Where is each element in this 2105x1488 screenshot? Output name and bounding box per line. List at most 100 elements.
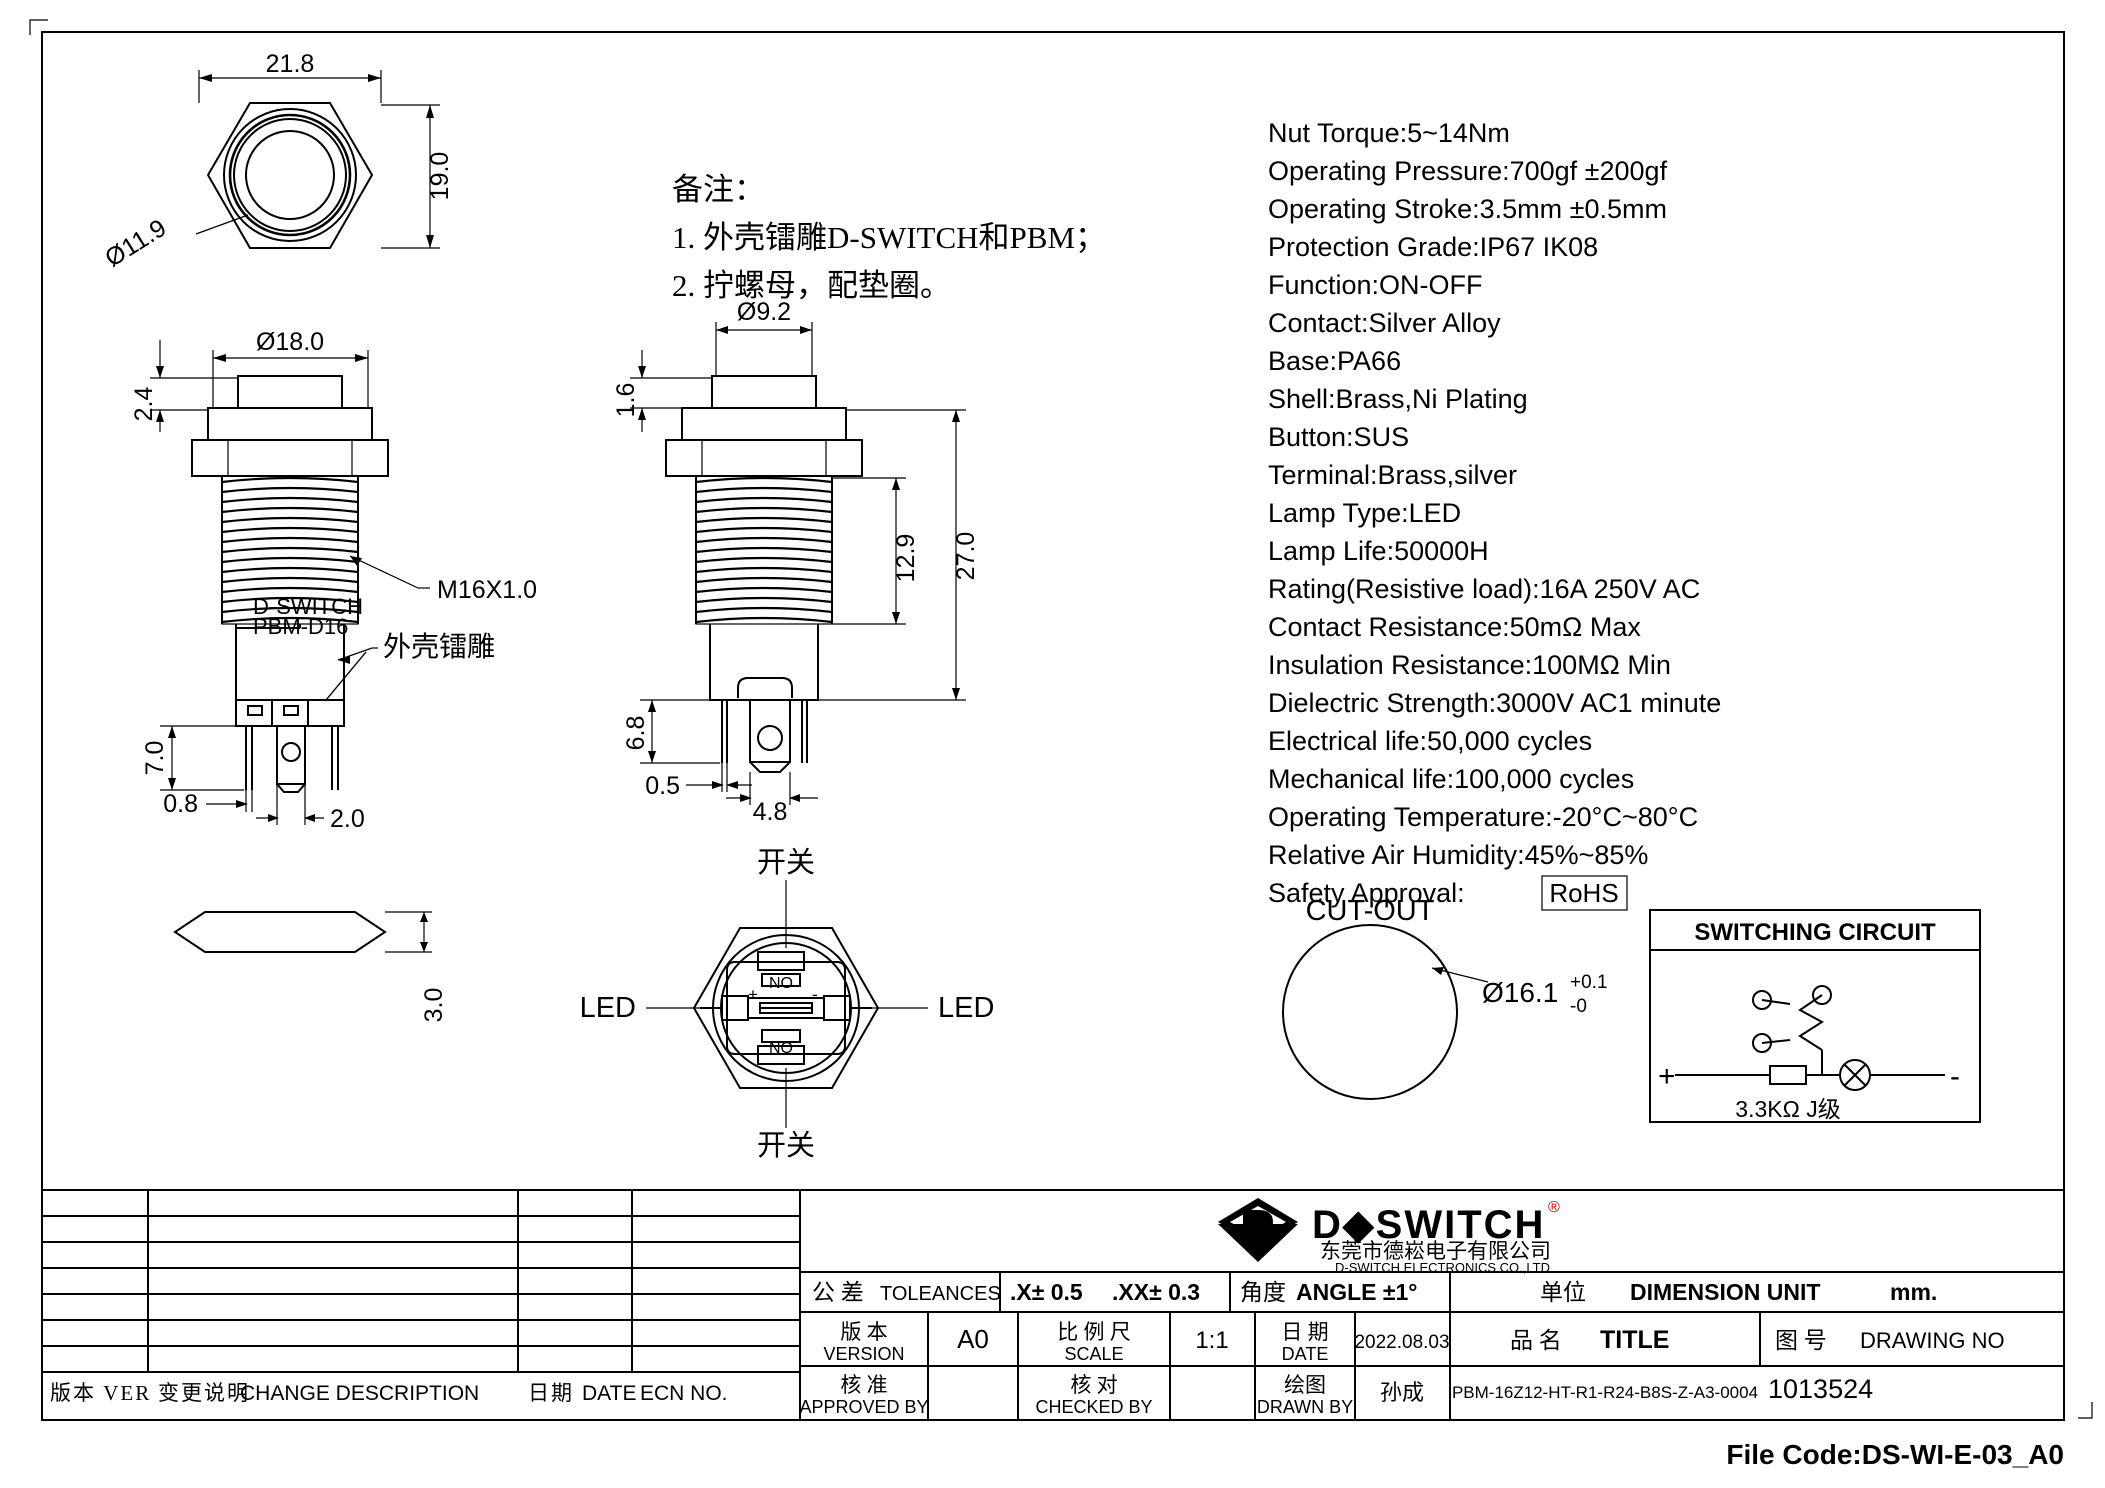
side-view-left — [150, 340, 430, 825]
front-view-height-dim: 19.0 — [426, 152, 454, 201]
pin-thickness-dim: 0.8 — [163, 790, 198, 818]
drawn-cn-label: 绘图 — [1284, 1373, 1326, 1397]
part-number-value: PBM-16Z12-HT-R1-R24-B8S-Z-A3-0004 — [1452, 1383, 1758, 1402]
tolerance-xx-value: .XX± 0.3 — [1112, 1279, 1200, 1305]
engrave-line-1: D-SWITCH — [253, 594, 363, 619]
thread-spec-label: M16X1.0 — [437, 576, 537, 604]
company-name-en: D-SWITCH ELECTRONICS CO.,LTD — [1335, 1260, 1550, 1275]
engrave-callout-label: 外壳镭雕 — [383, 631, 495, 663]
file-code-label: File Code:DS-WI-E-03_A0 — [1726, 1439, 2064, 1470]
title-block: 版本 VER 变更说明 CHANGE DESCRIPTION 日期 DATE E… — [41, 1189, 2065, 1421]
tab-width-dim-label: 4.8 — [753, 798, 788, 826]
date-cn-label: 日 期 — [1281, 1320, 1328, 1344]
spec-line-4: Function:ON-OFF — [1268, 270, 1483, 300]
spec-line-7: Shell:Brass,Ni Plating — [1268, 384, 1528, 414]
spec-line-3: Protection Grade:IP67 IK08 — [1268, 232, 1598, 262]
scale-en-label: SCALE — [1064, 1344, 1123, 1364]
bottom-view-no-top: NO — [769, 975, 793, 992]
scale-cn-label: 比 例 尺 — [1057, 1320, 1131, 1344]
spec-line-2: Operating Stroke:3.5mm ±0.5mm — [1268, 194, 1667, 224]
spec-line-1: Operating Pressure:700gf ±200gf — [1268, 156, 1668, 186]
safety-approval-label: Safety Approval: — [1268, 878, 1465, 908]
spec-line-0: Nut Torque:5~14Nm — [1268, 118, 1510, 148]
unit-cn-label: 单位 — [1540, 1280, 1586, 1305]
drawing-number-value: 1013524 — [1768, 1374, 1873, 1404]
checked-en-label: CHECKED BY — [1035, 1397, 1152, 1417]
spec-line-17: Mechanical life:100,000 cycles — [1268, 764, 1634, 794]
rev-desc-cn-label: 变更说明 — [158, 1381, 250, 1405]
unit-en-label: DIMENSION UNIT — [1630, 1279, 1820, 1305]
circuit-resistor-value: 3.3KΩ J级 — [1735, 1096, 1840, 1122]
bottom-view-polarity-plus: + — [748, 985, 758, 1004]
thread-length-dim: 12.9 — [892, 534, 920, 583]
spec-line-18: Operating Temperature:-20°C~80°C — [1268, 802, 1698, 832]
spec-line-6: Base:PA66 — [1268, 346, 1401, 376]
bottom-view-led-label-right: LED — [938, 992, 994, 1024]
spec-line-5: Contact:Silver Alloy — [1268, 308, 1501, 338]
spec-line-12: Rating(Resistive load):16A 250V AC — [1268, 574, 1700, 604]
spec-line-10: Lamp Type:LED — [1268, 498, 1461, 528]
company-logo-registered: ® — [1548, 1199, 1560, 1216]
angle-cn-label: 角度 — [1240, 1280, 1286, 1305]
version-en-label: VERSION — [823, 1344, 904, 1364]
notes-heading: 备注： — [672, 172, 765, 207]
date-value: 2022.08.03 — [1354, 1332, 1449, 1353]
date-en-label: DATE — [1282, 1344, 1329, 1364]
cutout-tolerance-minus: -0 — [1570, 996, 1587, 1017]
switching-circuit-title: SWITCHING CIRCUIT — [1694, 919, 1936, 946]
front-view-width-dim: 21.8 — [266, 50, 315, 78]
notes-item-1: 2. 拧螺母，配垫圈。 — [672, 268, 951, 303]
cap-dia-dim: Ø9.2 — [737, 298, 791, 326]
spec-line-14: Insulation Resistance:100MΩ Min — [1268, 650, 1671, 680]
spec-line-19: Relative Air Humidity:45%~85% — [1268, 840, 1648, 870]
version-value: A0 — [957, 1324, 989, 1354]
side-cap-height-dim: 2.4 — [130, 387, 158, 422]
spec-line-9: Terminal:Brass,silver — [1268, 460, 1517, 490]
switching-circuit-box — [1649, 909, 1981, 1123]
checked-cn-label: 核 对 — [1070, 1373, 1117, 1397]
rev-date-cn-label: 日期 — [528, 1381, 574, 1405]
drawing-en-label: DRAWING NO — [1860, 1328, 2005, 1353]
spec-line-11: Lamp Life:50000H — [1268, 536, 1489, 566]
bottom-view-switch-label-top: 开关 — [757, 846, 815, 879]
front-view-button-dia: Ø11.9 — [100, 214, 171, 273]
drawn-by-value: 孙成 — [1380, 1380, 1424, 1405]
cutout-view — [1282, 924, 1489, 1100]
rohs-badge-box — [1541, 875, 1628, 911]
company-name-cn: 东莞市德崧电子有限公司 — [1320, 1239, 1551, 1263]
washer-view — [173, 911, 432, 953]
specification-list: Nut Torque:5~14Nm Operating Pressure:700… — [1268, 118, 1721, 911]
spec-line-16: Electrical life:50,000 cycles — [1268, 726, 1592, 756]
tab-thickness-dim: 0.5 — [645, 772, 680, 800]
title-en-label: TITLE — [1600, 1326, 1669, 1354]
rev-ecn-label: ECN NO. — [640, 1382, 728, 1405]
cutout-tolerance-plus: +0.1 — [1570, 972, 1608, 993]
side-view-middle — [630, 322, 966, 805]
bottom-view-led-label-left: LED — [580, 992, 636, 1024]
version-cn-label: 版 本 — [840, 1320, 887, 1344]
pin-length-dim: 7.0 — [141, 741, 169, 776]
washer-thickness-dim: 3.0 — [420, 988, 448, 1023]
approved-en-label: APPROVED BY — [799, 1397, 928, 1417]
title-cn-label: 品 名 — [1510, 1328, 1562, 1353]
bottom-view-no-bottom: NO — [769, 1040, 793, 1057]
drawing-cn-label: 图 号 — [1775, 1328, 1827, 1353]
side-flange-dia-dim: Ø18.0 — [256, 328, 324, 356]
cutout-dim: Ø16.1 — [1482, 977, 1558, 1008]
tab-height-dim: 6.8 — [622, 716, 650, 751]
engrave-line-2: PBM-D16 — [253, 614, 348, 639]
company-logo-text: D◆SWITCH — [1312, 1203, 1545, 1247]
bottom-view-switch-label-bottom: 开关 — [757, 1129, 815, 1162]
unit-value: mm. — [1890, 1279, 1937, 1305]
rohs-badge-text: RoHS — [1549, 878, 1618, 908]
scale-value: 1:1 — [1195, 1327, 1228, 1354]
circuit-plus-terminal: + — [1658, 1060, 1676, 1093]
front-view — [195, 70, 440, 249]
bottom-view-polarity-minus: - — [812, 985, 818, 1004]
tolerance-cn-label: 公 差 — [812, 1280, 864, 1305]
rev-ver-label: 版本 VER — [50, 1381, 151, 1405]
angle-en-label: ANGLE ±1° — [1296, 1279, 1418, 1305]
spec-line-13: Contact Resistance:50mΩ Max — [1268, 612, 1641, 642]
spec-line-8: Button:SUS — [1268, 422, 1409, 452]
bottom-terminal-view — [646, 880, 928, 1128]
